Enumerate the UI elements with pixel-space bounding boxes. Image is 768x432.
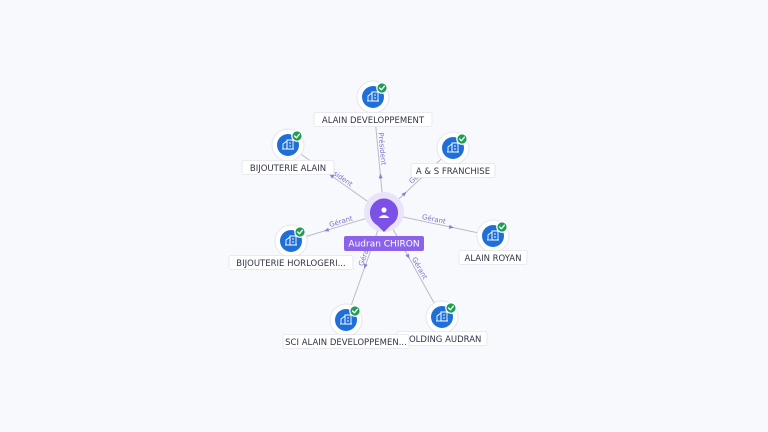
edge-arrow-icon [329,174,335,179]
company-label: A & S FRANCHISE [416,167,490,177]
edge-arrow-icon [378,173,383,179]
company-label-box [282,334,410,349]
company-label-box [228,255,354,270]
edge-relation-label: Président [376,132,387,166]
company-label: ALAIN ROYAN [465,254,522,264]
check-icon [291,130,303,142]
person-icon [378,207,390,218]
person-node[interactable]: Audran CHIRON [344,192,424,251]
check-icon [445,302,457,314]
check-icon [349,305,361,317]
company-node-holding-audran[interactable]: HOLDING AUDRAN [396,300,488,346]
edge-arrow-icon [405,253,410,259]
person-name-label: Audran CHIRON [348,240,419,250]
edge-arrow-icon [363,263,368,269]
company-label-box [313,112,433,127]
company-node-alain-royan[interactable]: ALAIN ROYAN [458,219,528,265]
company-label: BIJOUTERIE HORLOGERI... [236,259,345,269]
check-icon [456,133,468,145]
person-label-box [344,236,424,251]
company-label-box [410,163,496,178]
company-node-bijouterie-alain[interactable]: BIJOUTERIE ALAIN [241,128,335,175]
company-node-a-s-franchise[interactable]: A & S FRANCHISE [410,131,496,178]
edge-arrow-icon [323,227,330,232]
company-node-sci-alain-developpement[interactable]: SCI ALAIN DEVELOPPEMEN... [282,303,410,349]
edge-arrow-icon [401,191,407,197]
check-icon [376,82,388,94]
company-node-alain-developpement[interactable]: ALAIN DEVELOPPEMENT [313,80,433,127]
edge-arrow-icon [448,224,455,229]
person-pin-head [370,199,398,227]
company-label: ALAIN DEVELOPPEMENT [322,116,425,126]
edge-line [383,212,443,318]
check-icon [294,226,306,238]
company-label-box [241,160,335,175]
company-label-box [458,250,528,265]
company-label: BIJOUTERIE ALAIN [250,164,326,174]
nodes-layer: ALAIN DEVELOPPEMENT A & S FRANCHISE ALAIN … [228,80,528,349]
company-node-bijouterie-horlogerie[interactable]: BIJOUTERIE HORLOGERI... [228,224,354,270]
check-icon [496,221,508,233]
company-label: HOLDING AUDRAN [403,335,482,345]
edge-relation-label: Gérant [328,214,354,229]
company-label: SCI ALAIN DEVELOPPEMEN... [285,338,407,348]
